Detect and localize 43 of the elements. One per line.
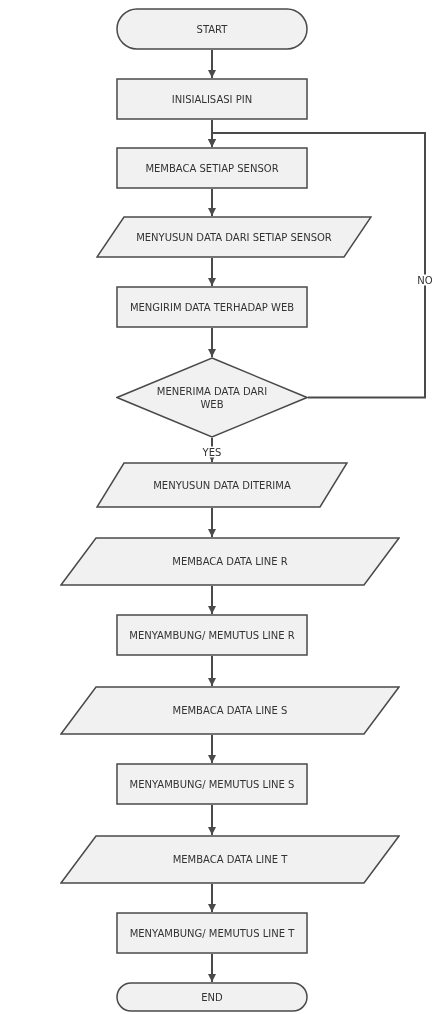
process-box — [116, 78, 308, 120]
node-text: MEMBACA DATA LINE T — [172, 853, 288, 866]
arrow — [208, 734, 216, 764]
node-text: MENYAMBUNG/ MEMUTUS LINE R — [129, 628, 295, 642]
terminal-shape — [116, 8, 308, 50]
node-text: START — [196, 22, 228, 36]
edge-label: NO — [416, 274, 434, 286]
node-text: INISIALISASI PIN — [171, 92, 253, 106]
process-box — [116, 286, 308, 328]
arrow — [208, 883, 216, 913]
node-text: MENERIMA DATA DARI WEB — [155, 384, 269, 411]
node-text: MENGIRIM DATA TERHADAP WEB — [129, 300, 295, 314]
process-box — [116, 763, 308, 805]
arrow — [208, 188, 216, 217]
node-text: MEMBACA DATA LINE R — [172, 555, 288, 568]
arrow — [208, 327, 216, 358]
process-box — [116, 912, 308, 954]
node-text: MEMBACA DATA LINE S — [172, 704, 288, 717]
arrow — [208, 507, 216, 538]
node-text: MENYAMBUNG/ MEMUTUS LINE S — [129, 777, 295, 791]
data-parallelogram — [96, 216, 372, 258]
decision-diamond — [116, 357, 308, 438]
data-parallelogram — [60, 537, 400, 586]
arrow — [208, 49, 216, 79]
terminal-shape — [116, 982, 308, 1012]
arrow — [208, 132, 426, 399]
arrow — [208, 655, 216, 687]
process-box — [116, 614, 308, 656]
data-parallelogram — [96, 462, 348, 508]
arrow — [208, 257, 216, 287]
node-text: MEMBACA SETIAP SENSOR — [145, 161, 279, 175]
arrow — [208, 804, 216, 836]
process-box — [116, 147, 308, 189]
edge-label: YES — [201, 446, 223, 458]
arrow — [208, 953, 216, 983]
data-parallelogram — [60, 686, 400, 735]
node-text: MENYUSUN DATA DARI SETIAP SENSOR — [136, 230, 332, 244]
data-parallelogram — [60, 835, 400, 884]
node-text: END — [201, 990, 223, 1004]
arrow — [208, 437, 216, 463]
node-text: MENYAMBUNG/ MEMUTUS LINE T — [129, 926, 295, 940]
node-text: MENYUSUN DATA DITERIMA — [153, 478, 291, 492]
arrow — [208, 585, 216, 615]
